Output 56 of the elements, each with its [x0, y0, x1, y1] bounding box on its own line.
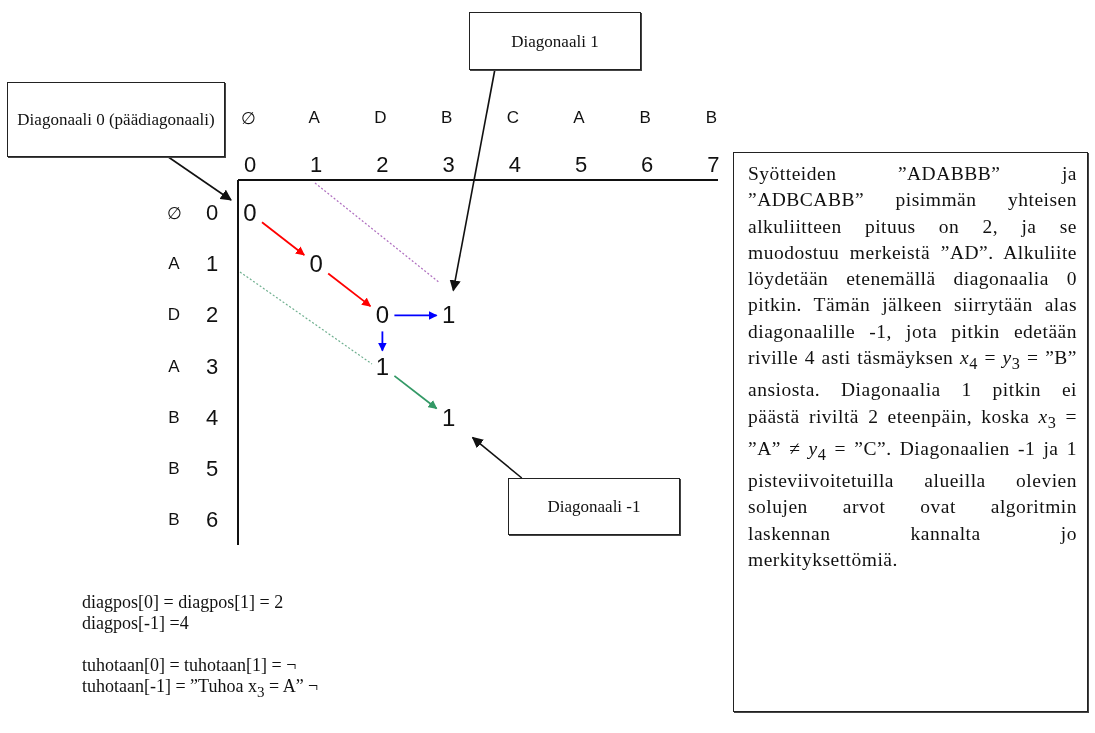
arrow — [167, 156, 232, 201]
cell-value: 1 — [438, 301, 459, 330]
arrow — [327, 272, 372, 307]
row-character: B — [168, 407, 180, 428]
empty-symbol: ∅ — [240, 107, 256, 129]
explanation-text: Syötteiden ”ADABBB” ja ”ADBCABB” pisimmän yhteisen alkuliitteen pituus on 2, ja se muodostuu merkeistä ”AD”. Alkuliite löydetään etenemällä diagonaalia 0 pitkin. Tämän jälkeen siirrytään alas diagonaalille -1, jota pitkin edetään riville 4 asti täsmäyksen x$_{4}$ = y$_{3}$ = ”B” ansiosta. Diagonaalia 1 pitkin ei päästä riviltä 2 eteenpäin, koska x$_{3}$ = ”A” ≠ y$_{4}$ = ”C”. Diagonaalien -1 ja 1 pisteviivoitetuilla alueilla olevien solujen arvot ovat algoritmin laskennan kannalta jo merkityksettömiä. — [748, 162, 1077, 572]
row-index: 3 — [205, 353, 219, 380]
row-index: 2 — [205, 302, 219, 329]
cell-value: 1 — [372, 352, 393, 381]
cell-value: 1 — [438, 403, 459, 432]
row-character: D — [167, 305, 181, 326]
cell-value: 0 — [372, 301, 393, 330]
column-character: B — [705, 108, 718, 128]
column-character: C — [506, 108, 519, 128]
column-character: D — [374, 108, 387, 128]
row-index: 1 — [205, 251, 219, 278]
column-character: B — [639, 108, 651, 128]
column-index: 2 — [376, 152, 389, 178]
row-index: 6 — [205, 507, 219, 534]
column-index: 7 — [707, 152, 720, 178]
row-character: B — [168, 510, 180, 531]
column-index: 1 — [310, 152, 323, 178]
cell-value: 0 — [240, 199, 260, 227]
variable-assignment: diagpos[-1] =4 — [82, 613, 189, 634]
row-character: B — [168, 459, 180, 479]
arrow — [261, 221, 306, 256]
column-index: 4 — [508, 152, 521, 178]
column-index: 3 — [442, 152, 455, 178]
callout-text: Diagonaali 1 — [511, 30, 599, 52]
column-index: 6 — [641, 152, 654, 178]
arrow — [449, 69, 496, 292]
text-box — [733, 152, 1088, 712]
callout-box — [7, 82, 225, 157]
cell-value: 0 — [306, 250, 327, 279]
arrow — [393, 310, 438, 320]
column-character: A — [308, 108, 320, 128]
column-character: A — [573, 108, 585, 128]
column-character: B — [440, 108, 453, 128]
row-character: A — [168, 356, 180, 377]
variable-assignment: tuhotaan[-1] = ”Tuhoa x$_{3}$ = A” ¬ — [82, 676, 319, 701]
arrow — [471, 436, 523, 479]
column-index: 5 — [574, 152, 588, 178]
variable-assignment: diagpos[0] = diagpos[1] = 2 — [82, 592, 284, 613]
callout-text: Diagonaali -1 — [547, 496, 641, 517]
arrow — [377, 330, 387, 352]
row-index: 5 — [205, 456, 219, 482]
empty-symbol: ∅ — [166, 202, 182, 224]
callout-box — [469, 12, 641, 70]
column-index: 0 — [243, 152, 257, 178]
callout-box — [508, 478, 680, 535]
row-character: A — [168, 254, 180, 275]
callout-text: Diagonaali 0 (päädiagonaali) — [17, 109, 215, 130]
row-index: 0 — [205, 200, 219, 226]
arrow — [393, 375, 438, 410]
variable-assignment: tuhotaan[0] = tuhotaan[1] = ¬ — [82, 655, 297, 676]
row-index: 4 — [205, 404, 219, 431]
